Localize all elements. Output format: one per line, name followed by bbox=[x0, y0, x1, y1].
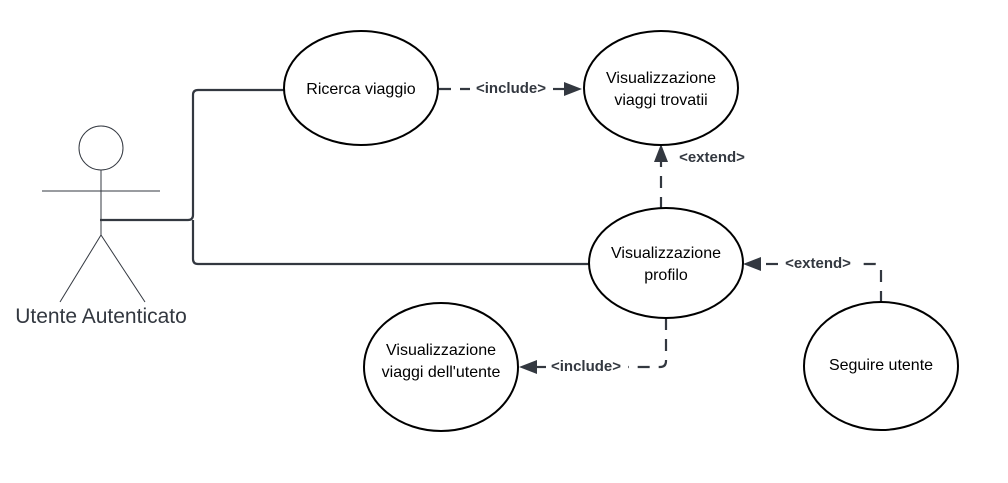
usecase-ellipse bbox=[283, 30, 439, 146]
include-label: <include> bbox=[551, 358, 621, 375]
association-ricerca-viaggio bbox=[100, 88, 284, 222]
actor-head bbox=[78, 125, 124, 171]
usecase-label-line-2: viaggi trovatii bbox=[614, 92, 707, 109]
actor-label: Utente Autenticato bbox=[15, 305, 187, 328]
usecase-seguire-utente[interactable]: Seguire utente bbox=[803, 301, 959, 431]
actor-utente-autenticato[interactable]: Utente Autenticato bbox=[15, 125, 187, 328]
usecase-label: Seguire utente bbox=[829, 357, 933, 374]
extend-label: <extend> bbox=[785, 255, 851, 272]
usecase-ricerca-viaggio[interactable]: Ricerca viaggio bbox=[283, 30, 439, 146]
usecase-visualizzazione-profilo[interactable]: Visualizzazione profilo bbox=[588, 207, 744, 319]
usecase-ellipse bbox=[363, 302, 519, 432]
actor-left-leg bbox=[59, 234, 102, 303]
relation-include-ricerca-trovati: <include> bbox=[439, 80, 582, 97]
relation-extend-seguire-profilo: <extend> bbox=[743, 255, 883, 303]
relation-extend-profilo-trovati: <extend> bbox=[654, 144, 745, 209]
relation-include-profilo-utente: <include> bbox=[519, 318, 668, 375]
extend-label: <extend> bbox=[679, 149, 745, 166]
arrowhead bbox=[743, 257, 761, 271]
usecase-label-line-1: Visualizzazione bbox=[386, 342, 496, 359]
usecase-ellipse bbox=[583, 30, 739, 146]
usecase-ellipse bbox=[588, 207, 744, 319]
usecase-label-line-2: profilo bbox=[644, 267, 688, 284]
usecase-visualizzazione-viaggi-utente[interactable]: Visualizzazione viaggi dell'utente bbox=[363, 302, 519, 432]
dashed-line bbox=[860, 262, 883, 303]
arrowhead bbox=[654, 144, 668, 162]
usecase-label-line-1: Visualizzazione bbox=[606, 70, 716, 87]
arrowhead bbox=[519, 360, 537, 374]
usecase-visualizzazione-viaggi-trovati[interactable]: Visualizzazione viaggi trovatii bbox=[583, 30, 739, 146]
usecase-ellipse bbox=[803, 301, 959, 431]
include-label: <include> bbox=[476, 80, 546, 97]
usecase-label: Ricerca viaggio bbox=[306, 81, 415, 98]
arrowhead bbox=[564, 82, 582, 96]
usecase-label-line-1: Visualizzazione bbox=[611, 245, 721, 262]
usecase-label-line-2: viaggi dell'utente bbox=[382, 364, 501, 381]
association-visualizzazione-profilo bbox=[191, 220, 589, 266]
actor-right-leg bbox=[100, 234, 146, 303]
dashed-line bbox=[628, 318, 668, 369]
